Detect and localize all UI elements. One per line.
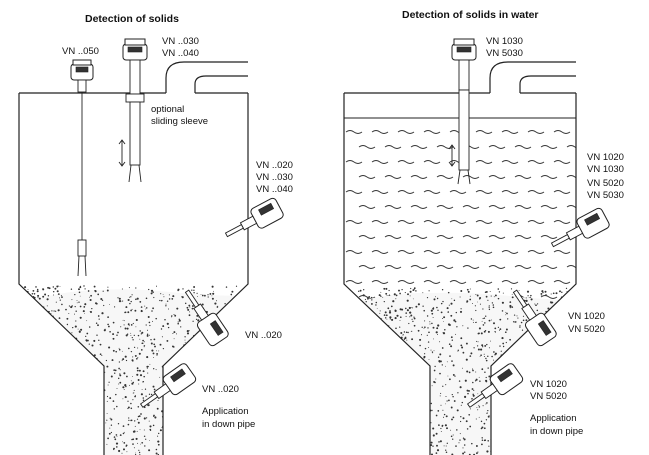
label-sleeve-2: sliding sleeve: [151, 116, 208, 127]
label-pipe-1: VN 1020: [530, 379, 567, 390]
label-vn030: VN ..030: [162, 36, 199, 47]
label-top-2: VN 5030: [486, 48, 523, 59]
label-app-2: in down pipe: [530, 426, 583, 437]
label-side-4: VN 5030: [587, 190, 624, 201]
left-pipe-probe: [139, 363, 197, 408]
left-inlet-pipe: [165, 61, 248, 93]
label-side-1: VN 1020: [587, 152, 624, 163]
label-side-2: VN ..030: [256, 172, 293, 183]
label-app-1: Application: [202, 406, 248, 417]
right-title: Detection of solids in water: [402, 9, 539, 21]
label-vn050: VN ..050: [62, 46, 99, 57]
right-pipe-probe: [466, 363, 524, 408]
label-side-1: VN ..020: [256, 160, 293, 171]
label-cone: VN ..020: [245, 330, 282, 341]
label-pipe: VN ..020: [202, 384, 239, 395]
left-cone-probe: [184, 289, 229, 347]
left-rod-probe: [118, 38, 148, 183]
left-title: Detection of solids: [85, 13, 179, 25]
label-pipe-2: VN 5020: [530, 391, 567, 402]
right-silo: Detection of solids in water VN 1030 VN …: [343, 9, 624, 455]
label-app-2: in down pipe: [202, 419, 255, 430]
label-side-2: VN 1030: [587, 164, 624, 175]
label-cone-1: VN 1020: [568, 311, 605, 322]
right-side-probe: [550, 207, 610, 248]
left-side-probe: [224, 197, 284, 238]
left-silo: Detection of solids VN ..050 VN ..030 VN…: [18, 13, 293, 455]
label-top-1: VN 1030: [486, 36, 523, 47]
right-water: [345, 130, 576, 299]
right-rod-probe: [448, 38, 477, 185]
right-inlet-pipe: [489, 61, 576, 93]
right-cone-probe: [512, 289, 557, 347]
label-side-3: VN ..040: [256, 184, 293, 195]
label-cone-2: VN 5020: [568, 324, 605, 335]
label-side-3: VN 5020: [587, 178, 624, 189]
label-sleeve-1: optional: [151, 104, 184, 115]
left-cable-probe: [70, 59, 94, 277]
label-app-1: Application: [530, 413, 576, 424]
label-vn040: VN ..040: [162, 48, 199, 59]
